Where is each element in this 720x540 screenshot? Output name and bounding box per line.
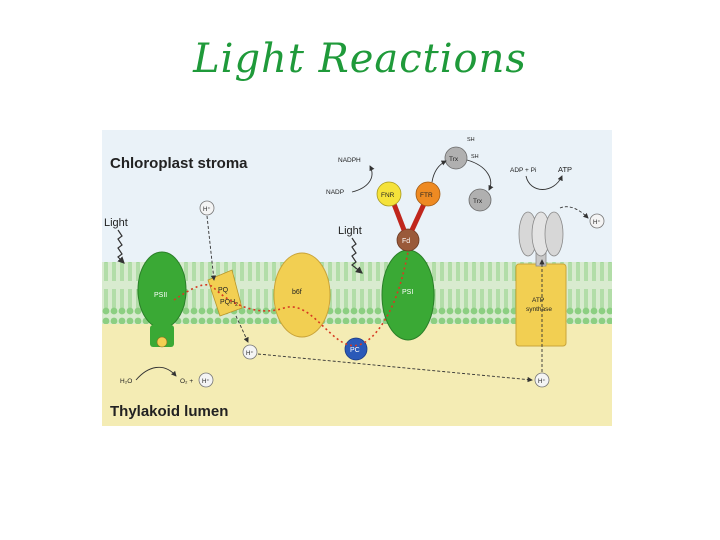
proton-lumen-right-label: H⁺ [538,378,546,385]
pq-pool [207,269,243,317]
b6f-label: b6f [292,289,302,296]
electron-transport-path [173,251,409,347]
stroma-label: Chloroplast stroma [110,155,248,172]
ftr-label: FTR [420,192,433,199]
light-arrow-left [117,229,125,264]
trx-top-label: Trx [449,156,459,163]
h2o-label: H₂O [120,378,132,385]
proton-lumen-mid [242,344,258,360]
proton-stroma-left [199,200,215,216]
trx-arrow-down [466,159,494,191]
water-split-arrow [135,366,177,381]
proton-exit-path [559,206,589,219]
proton-lumen-left-label: H⁺ [202,378,210,385]
o2-label: O₂ + [180,378,193,385]
b6f-complex [273,252,331,338]
proton-stroma-right-label: H⁺ [593,219,601,226]
fd-label: Fd [402,238,410,245]
trx-low-protein [468,188,492,212]
atp-synthase [515,211,567,347]
slide-title: Light Reactions [193,36,527,82]
pq-label: PQ [218,287,229,294]
nadph-label: NADPH [338,157,361,164]
proton-path-pq [206,215,217,281]
psii-label: PSII [154,292,167,299]
trx-arrow-up [431,160,447,183]
proton-gradient-path [257,353,533,383]
atp-synthase-label-1: ATP [532,297,544,304]
sh-mid-label: SH [471,154,479,160]
light-label-left: Light [104,217,128,229]
nadp-arrow [351,165,375,193]
ftr-protein [415,181,441,207]
lumen-label: Thylakoid lumen [110,403,228,420]
photosynthesis-diagram: Chloroplast stroma Thylakoid lumen Light… [102,130,612,426]
proton-stroma-left-label: H⁺ [203,206,211,213]
proton-lumen-mid-label: H⁺ [246,350,254,357]
fnr-label: FNR [381,192,395,199]
psi-label: PSI [402,289,413,296]
light-arrow-right [351,237,363,274]
trx-low-label: Trx [473,198,483,205]
pc-label: PC [350,347,360,354]
trx-top-protein [444,146,468,170]
fd-ftr-link [409,202,427,232]
proton-lumen-right [534,372,550,388]
fnr-protein [376,181,402,207]
adp-pi-label: ADP + Pi [510,167,536,174]
proton-stroma-right [589,213,605,229]
proton-lumen-left [198,372,214,388]
atp-synthase-label-2: synthase [526,306,552,313]
sh-top-label: SH [467,137,475,143]
atp-label: ATP [558,165,572,174]
nadp-label: NADP [326,189,344,196]
fd-fnr-link [391,203,407,231]
psii-complex [137,251,187,348]
pqh2-label: PQH2 [220,299,238,308]
atp-formation-arrow [525,175,563,190]
fd-protein [396,228,420,252]
light-label-right: Light [338,225,362,237]
